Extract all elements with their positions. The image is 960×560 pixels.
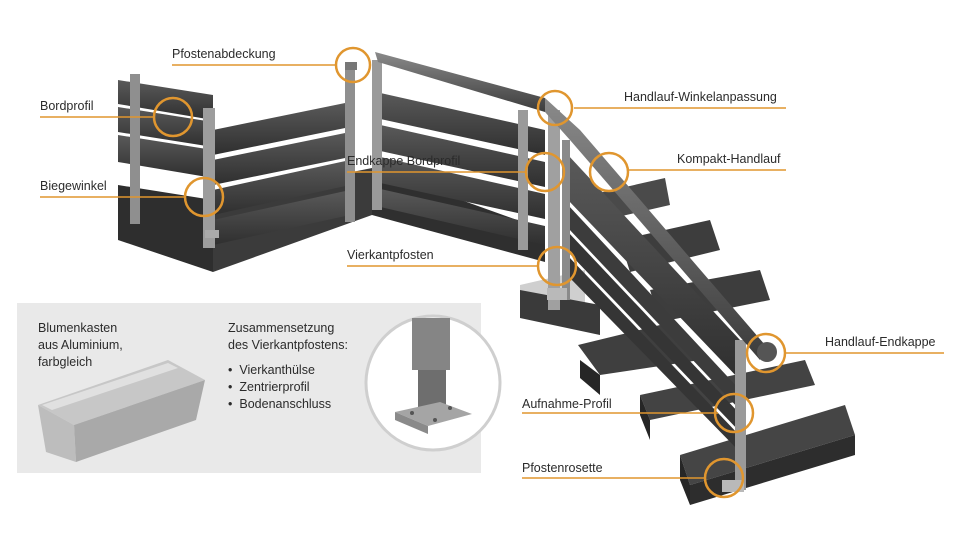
label-bordprofil: Bordprofil — [40, 99, 94, 113]
flower-box-image — [38, 360, 205, 462]
label-pfostenabdeckung: Pfostenabdeckung — [172, 47, 276, 61]
post-part-item: Vierkanthülse — [228, 362, 348, 379]
left-fence — [118, 62, 372, 272]
post-title-line: des Vierkantpfostens: — [228, 338, 348, 352]
flower-box-line: farbgleich — [38, 355, 93, 369]
stair-infill — [548, 110, 746, 490]
flower-box-caption: Blumenkasten aus Aluminium, farbgleich — [38, 320, 123, 371]
label-endkappe-bordprofil: Endkappe Bordprofil — [347, 154, 461, 168]
label-kompakt-handlauf: Kompakt-Handlauf — [677, 152, 781, 166]
post-composition: Zusammensetzung des Vierkantpfostens: Vi… — [228, 320, 348, 413]
label-vierkantpfosten: Vierkantpfosten — [347, 248, 434, 262]
flower-box-line: Blumenkasten — [38, 321, 118, 335]
post-title-line: Zusammensetzung — [228, 321, 335, 335]
callout-lines — [40, 64, 944, 479]
post-part-item: Zentrierprofil — [228, 379, 348, 396]
label-aufnahme-profil: Aufnahme-Profil — [522, 397, 612, 411]
label-biegewinkel: Biegewinkel — [40, 179, 107, 193]
post-parts-list: Vierkanthülse Zentrierprofil Bodenanschl… — [228, 362, 348, 413]
handrails — [345, 52, 777, 362]
label-pfostenrosette: Pfostenrosette — [522, 461, 603, 475]
flower-box-line: aus Aluminium, — [38, 338, 123, 352]
post-detail-inset — [364, 314, 502, 452]
callout-circles — [152, 46, 787, 499]
post-part-item: Bodenanschluss — [228, 396, 348, 413]
label-handlauf-winkelanpassung: Handlauf-Winkelanpassung — [624, 90, 777, 104]
label-handlauf-endkappe: Handlauf-Endkappe — [825, 335, 936, 349]
